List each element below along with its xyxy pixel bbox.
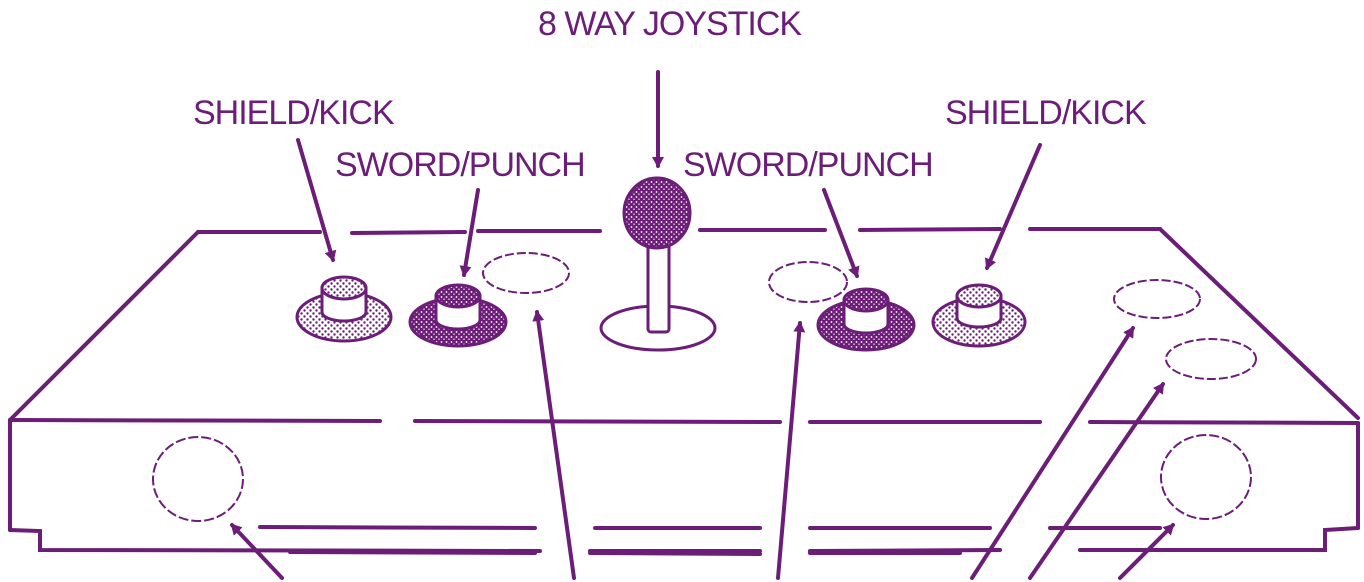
shield-kick-left-label: SHIELD/KICK (193, 94, 395, 132)
arrow-sword-left (459, 188, 480, 277)
arrow-side-hole-left (230, 523, 284, 580)
arrow-sword-right (822, 188, 860, 278)
pointer-arrows (230, 70, 1175, 580)
empty-hole-far-right-bottom-icon (1165, 338, 1257, 380)
shield-kick-button-right-icon (931, 283, 1027, 348)
arrow-hole-center-right (776, 321, 806, 580)
arrow-hole-center-left (532, 310, 576, 580)
arrow-side-hole-right (1118, 523, 1175, 580)
arrow-hole-far-right-top (970, 326, 1135, 580)
joystick-label: 8 WAY JOYSTICK (538, 5, 802, 43)
joystick-icon (599, 176, 717, 352)
sword-punch-button-right-icon (816, 287, 916, 352)
shield-kick-button-left-icon (295, 275, 393, 343)
cabinet-outline (8, 227, 1360, 556)
sword-punch-left-label: SWORD/PUNCH (335, 146, 586, 184)
sword-punch-right-label: SWORD/PUNCH (683, 146, 934, 184)
arrow-shield-right (985, 143, 1042, 270)
sword-punch-button-left-icon (408, 283, 508, 348)
side-hole-left-icon (152, 436, 244, 522)
arrow-shield-left (296, 138, 337, 262)
empty-hole-center-right-icon (768, 261, 848, 303)
empty-hole-left-icon (482, 252, 570, 294)
shield-kick-right-label: SHIELD/KICK (945, 94, 1147, 132)
side-hole-right-icon (1160, 434, 1252, 520)
arrow-hole-far-right-bottom (1028, 382, 1165, 580)
empty-hole-far-right-top-icon (1113, 279, 1201, 319)
